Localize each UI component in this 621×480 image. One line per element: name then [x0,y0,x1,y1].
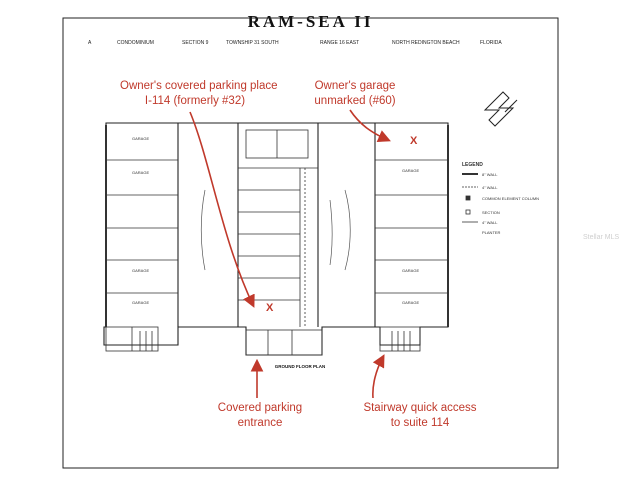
legend-item: 8" WALL [482,172,498,177]
garage-marker: X [410,135,418,147]
parking-place-marker: X [266,302,274,314]
arrow-to-parking-place [189,111,255,308]
subtitle-item: FLORIDA [480,40,502,46]
legend-item: SECTION [482,210,500,215]
north-arrow-icon [483,91,518,127]
annotation-arrows [189,109,391,399]
subtitle-item: SECTION 9 [182,40,209,46]
arrow-to-garage [349,109,391,143]
space-label: GARAGE [402,168,420,173]
traffic-flow-lines [200,189,351,271]
subtitle-item: RANGE 16 EAST [320,40,360,46]
right-parking-rows [375,125,449,327]
legend-symbols [462,173,478,223]
legend-item: 4" WALL [482,185,498,190]
legend-item: PLANTER [482,230,501,235]
bottom-rooms [105,326,421,356]
stairway-annotation: Stairway quick access to suite 114 [363,402,477,429]
watermark: Stellar MLS [583,234,620,241]
subtitle-item: TOWNSHIP 31 SOUTH [226,40,279,46]
subtitle-item: NORTH REDINGTON BEACH [392,40,460,46]
space-label: GARAGE [132,170,150,175]
arrow-to-stairway [372,354,385,399]
space-label: GARAGE [132,136,150,141]
center-parking-stalls [238,129,318,327]
ground-floor-plan-label: GROUND FLOOR PLAN [274,364,326,369]
space-label: GARAGE [402,268,420,273]
legend-item: COMMON ELEMENT COLUMN [482,196,540,201]
space-label: GARAGE [402,300,420,305]
space-label: GARAGE [132,268,150,273]
subtitle-item: CONDOMINIUM [117,40,154,46]
left-parking-rows [105,125,178,327]
space-label: GARAGE [132,300,150,305]
document-title: RAM-SEA II [247,12,374,31]
legend-item: 4" WALL [482,220,498,225]
garage-annotation: Owner's garage unmarked (#60) [314,80,396,107]
legend-title: LEGEND [462,162,483,168]
parking-place-annotation: Owner's covered parking place I-114 (for… [120,80,278,107]
subtitle-item: A [88,40,92,46]
page-frame [62,17,559,469]
entrance-annotation: Covered parking entrance [217,402,303,429]
